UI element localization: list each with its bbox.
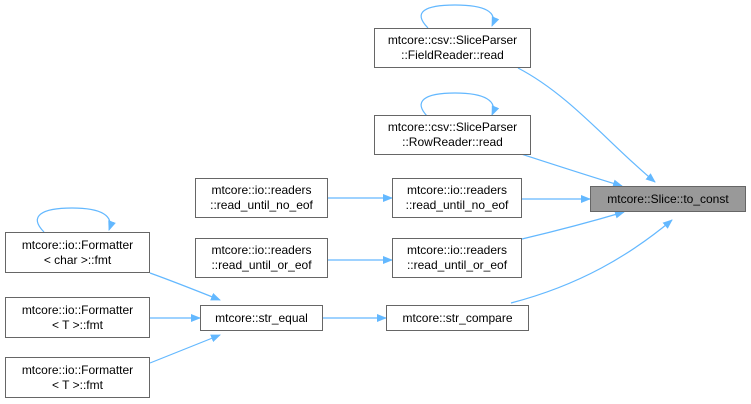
node-label: mtcore::str_equal [215,310,308,325]
node-read-until-or-eof-right[interactable]: mtcore::io::readers ::read_until_or_eof [392,238,522,278]
node-label: mtcore::csv::SliceParser [387,120,518,134]
edge-read-until-or-eof-to-const [521,210,625,240]
node-label: mtcore::io::Formatter [21,302,134,317]
edge-row-reader-self-loop [420,92,500,118]
node-label: mtcore::str_compare [402,310,513,325]
node-read-until-no-eof-right[interactable]: mtcore::io::readers ::read_until_no_eof [392,178,522,218]
edge-str-compare-to-const [510,219,673,304]
node-label: ::read_until_no_eof [210,198,313,212]
edge-field-reader-self-loop [420,4,500,29]
node-label: mtcore::io::readers [406,183,508,197]
node-read-until-no-eof-left[interactable]: mtcore::io::readers ::read_until_no_eof [195,178,328,218]
edge-formatter-t-2-to-str-equal [149,334,221,364]
node-label: mtcore::io::readers [211,183,312,197]
node-field-reader-read[interactable]: mtcore::csv::SliceParser ::FieldReader::… [374,28,531,68]
edge-formatter-char-to-str-equal [149,272,221,301]
node-read-until-or-eof-left[interactable]: mtcore::io::readers ::read_until_or_eof [195,238,328,278]
node-label: ::read_until_or_eof [211,258,312,272]
node-label: mtcore::io::Formatter [21,362,134,377]
node-label: < char >::fmt [43,252,112,267]
node-formatter-t-fmt-2[interactable]: mtcore::io::Formatter < T >::fmt [5,357,150,398]
edge-field-reader-to-const [517,67,656,183]
node-label: ::read_until_or_eof [406,258,508,272]
edge-formatter-char-self-loop [36,207,116,233]
node-label: ::read_until_no_eof [405,198,509,212]
node-row-reader-read[interactable]: mtcore::csv::SliceParser ::RowReader::re… [374,115,531,155]
edge-row-reader-to-const [517,152,623,188]
node-formatter-t-fmt-1[interactable]: mtcore::io::Formatter < T >::fmt [5,297,150,338]
node-slice-to-const: mtcore::Slice::to_const [590,186,746,212]
node-label: ::RowReader::read [402,135,503,149]
node-label: mtcore::csv::SliceParser [387,33,518,47]
node-label: mtcore::io::Formatter [21,237,134,252]
node-formatter-char-fmt[interactable]: mtcore::io::Formatter < char >::fmt [5,232,150,273]
node-label: mtcore::Slice::to_const [607,191,729,206]
node-label: mtcore::io::readers [406,243,508,257]
node-label: mtcore::io::readers [211,243,312,257]
node-label: < T >::fmt [52,317,103,332]
node-str-compare[interactable]: mtcore::str_compare [386,305,529,331]
node-label: < T >::fmt [52,377,103,392]
node-str-equal[interactable]: mtcore::str_equal [200,305,323,331]
node-label: ::FieldReader::read [401,48,504,62]
